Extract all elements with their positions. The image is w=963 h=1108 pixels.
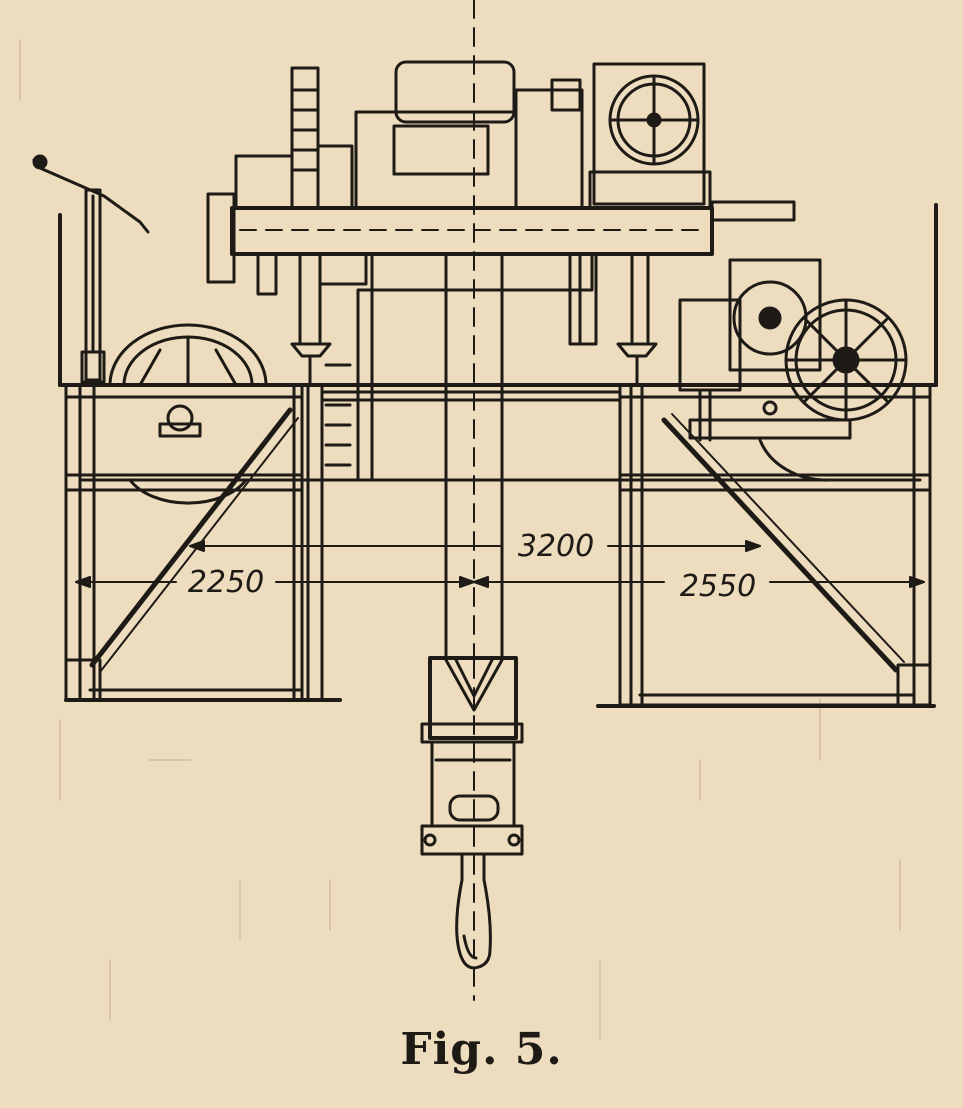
dimension-label-3200: 3200 xyxy=(518,529,594,564)
hook-block xyxy=(420,656,524,970)
bleed-through-texture xyxy=(19,39,901,1041)
dimension-lines xyxy=(75,540,925,588)
right-drive-unit xyxy=(678,258,908,482)
figure-caption: Fig. 5. xyxy=(400,1024,563,1075)
dimension-label-2550: 2550 xyxy=(680,569,756,604)
control-lever xyxy=(32,154,150,384)
main-girder xyxy=(58,383,938,482)
dimension-label-2250: 2250 xyxy=(188,565,264,600)
left-travel-wheel xyxy=(108,323,268,505)
trolley xyxy=(206,60,796,660)
left-end-frame xyxy=(58,213,342,702)
